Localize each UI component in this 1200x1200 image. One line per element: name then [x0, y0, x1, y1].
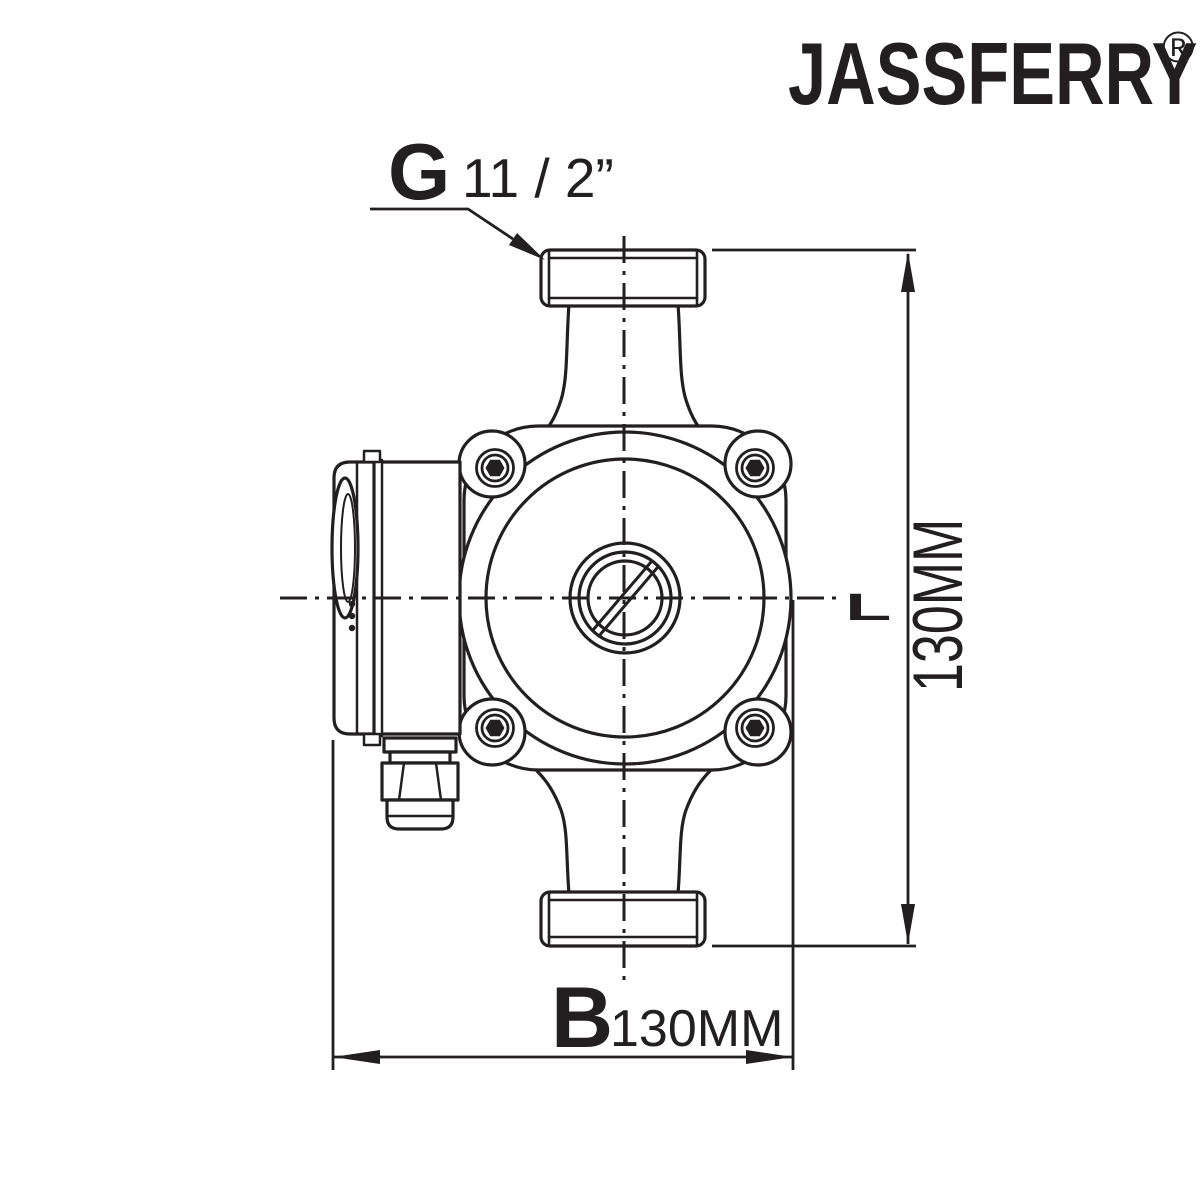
bottom-pipe: [535, 769, 712, 896]
bolt-top-left: [475, 448, 515, 488]
top-pipe: [536, 302, 711, 441]
height-symbol-label: L: [845, 586, 891, 628]
cable-gland: [380, 736, 460, 831]
arrowheads: [333, 233, 915, 1064]
arrow-right-icon: [746, 1050, 793, 1064]
bolt-bottom-left: [475, 708, 515, 748]
width-value-label: 130MM: [610, 1000, 783, 1058]
labels: JASSFERRY ® G 11 / 2” L 130MM B 130MM: [388, 23, 1197, 1066]
thread-symbol-label: G: [388, 127, 450, 216]
leader-arrow-icon: [509, 233, 545, 260]
box-top-tab: [362, 449, 382, 464]
arrow-up-icon: [901, 252, 915, 292]
arrow-down-icon: [901, 904, 915, 944]
thread-size-label: 11 / 2”: [462, 147, 614, 209]
dimension-lines: [331, 207, 916, 1070]
arrow-left-icon: [333, 1050, 380, 1064]
box-bottom-tab: [362, 732, 382, 747]
flange-bolts: [475, 448, 775, 748]
registered-mark: ®: [1162, 23, 1194, 72]
vent-screw-slot: [591, 560, 659, 638]
selector-knob: [330, 476, 360, 632]
centerlines: [280, 236, 838, 988]
width-symbol-label: B: [551, 970, 613, 1066]
thread-leader-line: [370, 207, 514, 241]
bolt-bottom-right: [735, 708, 775, 748]
brand-logo-text: JASSFERRY: [788, 25, 1197, 123]
height-value-label: 130MM: [899, 519, 977, 692]
bolt-top-right: [735, 448, 775, 488]
